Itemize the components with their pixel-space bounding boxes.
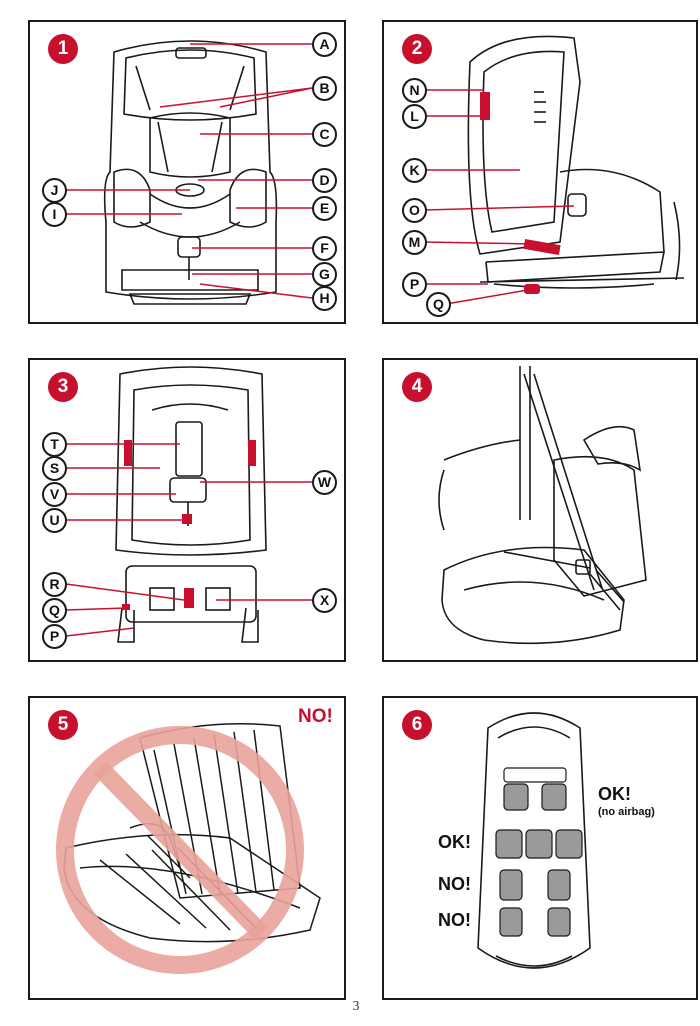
- seat-back-illustration: [65, 366, 312, 643]
- callout-label: J: [42, 178, 67, 203]
- panel-6-car-positions: 6 OK! (no airbag) OK! NO! NO!: [382, 696, 698, 1000]
- callout-label: F: [312, 236, 337, 261]
- panel-number-badge: 1: [48, 34, 78, 64]
- ok-front-note: (no airbag): [598, 806, 655, 818]
- callout-label: B: [312, 76, 337, 101]
- callout-label: I: [42, 202, 67, 227]
- seat-front-illustration: [66, 40, 313, 305]
- callout-label: X: [312, 588, 337, 613]
- callout-label: S: [42, 456, 67, 481]
- callout-label: H: [312, 286, 337, 311]
- panel-3-seat-back: 3 T S: [28, 358, 346, 662]
- panel-1-seat-front: 1: [28, 20, 346, 324]
- panel-number-badge: 6: [402, 710, 432, 740]
- panel-number-badge: 3: [48, 372, 78, 402]
- callout-label: U: [42, 508, 67, 533]
- panel-5-wrong-seat: 5 NO!: [28, 696, 346, 1000]
- panel-2-seat-side: 2 N L K O M P Q: [382, 20, 698, 324]
- no-side-label: NO!: [438, 910, 471, 930]
- car-seat-belt-illustration: [438, 366, 647, 645]
- panel-4-car-seat-belt: 4: [382, 358, 698, 662]
- ok-front-label: OK!: [598, 784, 631, 804]
- callout-label: K: [402, 158, 427, 183]
- callout-label: A: [312, 32, 337, 57]
- panel-number-badge: 2: [402, 34, 432, 64]
- callout-label: C: [312, 122, 337, 147]
- callout-label: T: [42, 432, 67, 457]
- callout-label: E: [312, 196, 337, 221]
- callout-label: P: [402, 272, 427, 297]
- page-number: 3: [352, 999, 360, 1014]
- panel-number-badge: 5: [48, 710, 78, 740]
- callout-label: Q: [426, 292, 451, 317]
- callout-label: L: [402, 104, 427, 129]
- callout-label: M: [402, 230, 427, 255]
- callout-label: V: [42, 482, 67, 507]
- callout-label: Q: [42, 598, 67, 623]
- no-side-label: NO!: [438, 874, 471, 894]
- callout-label: R: [42, 572, 67, 597]
- callout-label: W: [312, 470, 337, 495]
- wrong-seat-illustration: [56, 723, 321, 974]
- seat-side-illustration: [423, 35, 685, 305]
- panel-number-badge: 4: [402, 372, 432, 402]
- ok-middle-label: OK!: [438, 832, 471, 852]
- callout-label: G: [312, 262, 337, 287]
- callout-label: N: [402, 78, 427, 103]
- warning-text: NO!: [298, 706, 333, 727]
- callout-label: O: [402, 198, 427, 223]
- car-topview-illustration: [477, 712, 591, 969]
- callout-label: P: [42, 624, 67, 649]
- callout-label: D: [312, 168, 337, 193]
